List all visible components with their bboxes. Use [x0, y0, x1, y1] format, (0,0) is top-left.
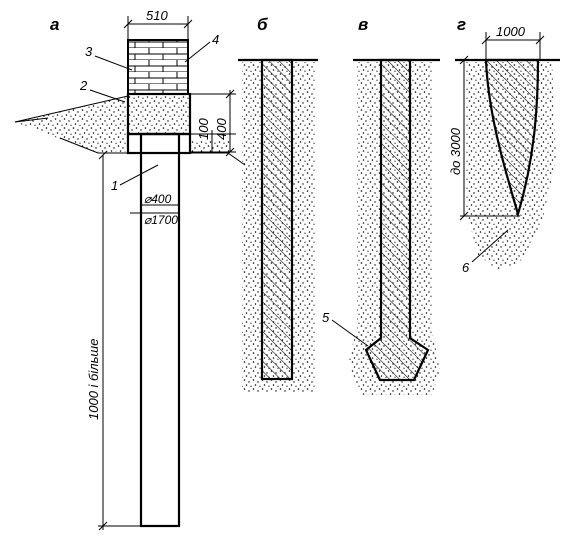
panel-label-b: б — [257, 15, 268, 34]
callout-1: 1 — [111, 178, 118, 193]
panel-label-v: в — [358, 15, 368, 34]
callout-4: 4 — [212, 32, 219, 47]
dim-diam-1700: ⌀1700 — [144, 213, 178, 227]
callout-5: 5 — [322, 310, 330, 325]
dim-depth-1000: 1000 і більше — [86, 339, 101, 420]
panel-label-g: г — [457, 15, 466, 34]
dim-to-3000: до 3000 — [448, 127, 463, 175]
cap-band — [126, 132, 192, 155]
grillage-concrete — [128, 94, 190, 134]
dim-100: 100 — [196, 118, 211, 140]
dim-1000: 1000 — [496, 24, 526, 39]
backfill-slope — [15, 96, 128, 152]
dim-400: 400 — [214, 118, 229, 140]
slope-line — [14, 95, 129, 123]
pyramidal-pile-g — [484, 58, 540, 218]
callout-2: 2 — [79, 78, 88, 93]
callout-3: 3 — [85, 44, 93, 59]
panel-label-a: а — [50, 15, 59, 34]
dim-510: 510 — [146, 8, 168, 23]
bored-pile-b — [260, 58, 294, 381]
callout-6: 6 — [462, 260, 470, 275]
bored-pile-v — [364, 58, 430, 382]
pile-shaft — [139, 132, 181, 528]
panel-g: г 1000 до 3000 6 — [448, 15, 560, 275]
ground-line-left — [59, 137, 130, 154]
panel-v: в 5 — [322, 15, 440, 395]
panel-b: б — [238, 15, 318, 393]
panel-a: а 510 400 100 — [14, 8, 246, 531]
ground-soil-right — [190, 140, 230, 153]
brick-wall — [127, 39, 189, 95]
dim-diam-400: ⌀400 — [144, 192, 172, 206]
ground-line-right — [190, 152, 246, 166]
